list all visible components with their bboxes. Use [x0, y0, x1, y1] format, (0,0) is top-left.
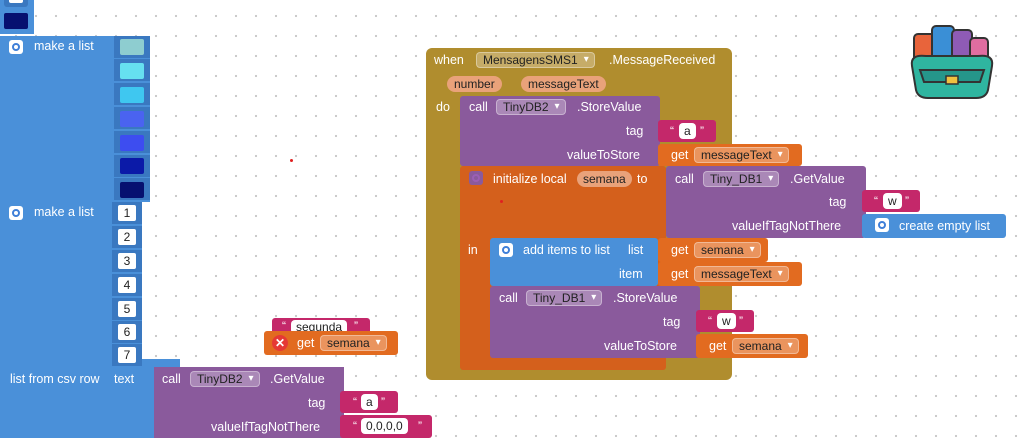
quote-open: “ — [353, 419, 357, 433]
quote-close: ” — [418, 419, 422, 433]
tag-label: tag — [308, 396, 326, 410]
get-label: get — [297, 336, 315, 350]
quote-close: ” — [700, 124, 704, 138]
item-label: item — [619, 267, 643, 281]
csv-block-label: list from csv row — [10, 372, 100, 386]
make-list-colors-notch — [0, 58, 112, 202]
list-from-csv-row-block[interactable] — [0, 366, 156, 438]
variable-dropdown[interactable]: semana — [694, 242, 761, 258]
value-if-not-there-label: valueIfTagNotThere — [211, 420, 321, 434]
quote-close: ” — [381, 395, 385, 409]
get-label: get — [709, 339, 727, 353]
number-item-7[interactable]: 7 — [118, 347, 136, 363]
quote-close: ” — [739, 314, 743, 328]
number-item-6[interactable]: 6 — [118, 324, 136, 340]
color-swatch-7[interactable] — [120, 182, 144, 198]
gear-icon[interactable] — [9, 40, 23, 54]
component-dropdown[interactable]: TinyDB2 — [496, 99, 566, 115]
color-swatch-6[interactable] — [120, 158, 144, 174]
create-empty-list-label: create empty list — [899, 219, 991, 233]
add-items-label: add items to list — [523, 243, 610, 257]
param-messagetext[interactable]: messageText — [521, 76, 606, 92]
initialize-local-label: initialize local — [493, 172, 567, 186]
get-label: get — [671, 267, 689, 281]
partial-color-swatch[interactable] — [4, 13, 28, 29]
value-to-store-label: valueToStore — [567, 148, 640, 162]
component-dropdown[interactable]: MensagensSMS1 — [476, 52, 595, 68]
local-variable-name[interactable]: semana — [577, 171, 632, 187]
number-item-2[interactable]: 2 — [118, 229, 136, 245]
color-swatch-5[interactable] — [120, 135, 144, 151]
text-value[interactable]: a — [679, 123, 696, 139]
variable-dropdown[interactable]: semana — [320, 335, 387, 351]
error-icon[interactable]: ✕ — [272, 335, 288, 351]
color-swatch-3[interactable] — [120, 87, 144, 103]
quote-open: “ — [282, 319, 286, 333]
quote-open: “ — [874, 194, 878, 208]
color-swatch-1[interactable] — [120, 39, 144, 55]
component-dropdown[interactable]: TinyDB2 — [190, 371, 260, 387]
quote-open: “ — [708, 314, 712, 328]
get-label: get — [671, 243, 689, 257]
param-number[interactable]: number — [447, 76, 502, 92]
do-label: do — [436, 100, 450, 114]
csv-block-tab — [142, 359, 180, 369]
value-to-store-label: valueToStore — [604, 339, 677, 353]
quote-open: “ — [670, 124, 674, 138]
variable-dropdown[interactable]: messageText — [694, 147, 789, 163]
method-label: .GetValue — [270, 372, 325, 386]
text-value[interactable]: segunda — [291, 320, 348, 334]
text-value[interactable]: w — [717, 313, 736, 329]
gear-icon[interactable] — [875, 218, 889, 232]
number-item-1[interactable]: 1 — [118, 205, 136, 221]
method-label: .StoreValue — [577, 100, 642, 114]
component-dropdown[interactable]: Tiny_DB1 — [526, 290, 603, 306]
text-value[interactable]: w — [883, 193, 902, 209]
csv-text-label: text — [114, 372, 135, 386]
tag-label: tag — [829, 195, 847, 209]
value-if-not-there-label: valueIfTagNotThere — [732, 219, 842, 233]
gear-icon[interactable] — [469, 171, 483, 185]
quote-close: ” — [354, 319, 358, 333]
call-label: call — [162, 372, 181, 386]
make-list-label: make a list — [34, 205, 94, 219]
call-label: call — [499, 291, 518, 305]
quote-close: ” — [905, 194, 909, 208]
partial-number-socket — [4, 0, 28, 7]
marker-dot — [290, 159, 293, 162]
get-label: get — [671, 148, 689, 162]
backpack-icon[interactable] — [906, 20, 998, 102]
event-name-label: .MessageReceived — [609, 53, 716, 67]
method-label: .GetValue — [790, 172, 845, 186]
component-dropdown[interactable]: Tiny_DB1 — [703, 171, 780, 187]
call-label: call — [675, 172, 694, 186]
number-item-3[interactable]: 3 — [118, 253, 136, 269]
number-item-5[interactable]: 5 — [118, 301, 136, 317]
add-items-to-list-block[interactable] — [490, 238, 658, 286]
in-label: in — [468, 243, 478, 257]
list-label: list — [628, 243, 644, 257]
method-label: .StoreValue — [613, 291, 678, 305]
make-list-label: make a list — [34, 39, 94, 53]
variable-dropdown[interactable]: semana — [732, 338, 799, 354]
text-value[interactable]: 0,0,0,0 — [361, 418, 408, 434]
color-swatch-4[interactable] — [120, 111, 144, 127]
gear-icon[interactable] — [499, 243, 513, 257]
text-value[interactable]: a — [361, 394, 378, 410]
call-label: call — [469, 100, 488, 114]
marker-dot — [500, 200, 503, 203]
tag-label: tag — [626, 124, 644, 138]
gear-icon[interactable] — [9, 206, 23, 220]
partial-top-number: 10 — [9, 0, 23, 3]
quote-open: “ — [353, 395, 357, 409]
tag-label: tag — [663, 315, 681, 329]
when-label: when — [434, 53, 464, 67]
color-swatch-2[interactable] — [120, 63, 144, 79]
variable-dropdown[interactable]: messageText — [694, 266, 789, 282]
number-item-4[interactable]: 4 — [118, 277, 136, 293]
to-label: to — [637, 172, 648, 186]
